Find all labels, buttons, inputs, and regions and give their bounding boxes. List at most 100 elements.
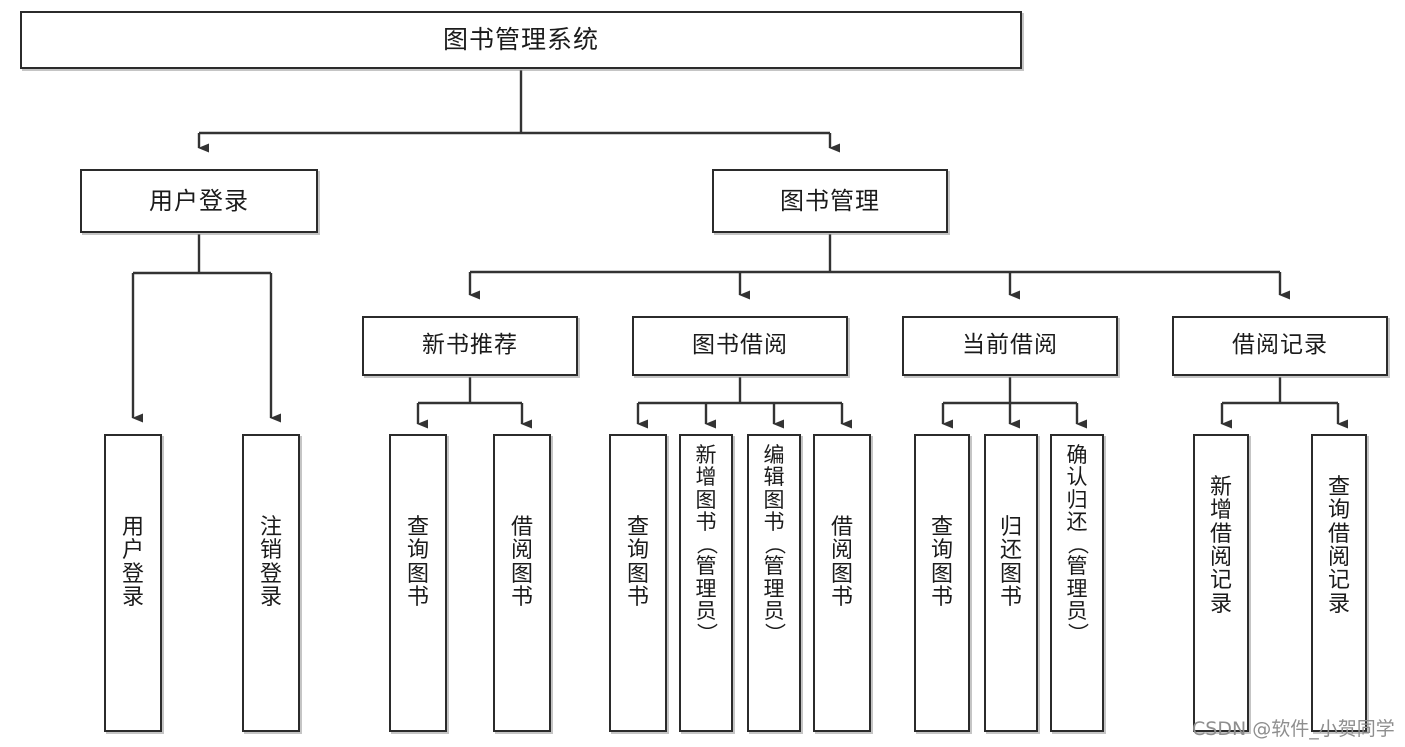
node-new-book-recommend[interactable]: 新书推荐 xyxy=(362,316,578,376)
vertical-char: 员 xyxy=(695,598,717,623)
vertical-char: 图 xyxy=(999,561,1022,587)
vertical-char: 书 xyxy=(830,584,853,610)
node-current-borrow[interactable]: 当前借阅 xyxy=(902,316,1118,376)
vertical-char: 登 xyxy=(259,561,282,587)
vertical-char: 销 xyxy=(259,538,282,564)
vertical-char: 查 xyxy=(1327,475,1350,500)
vertical-char: 阅 xyxy=(510,538,533,564)
vertical-char: 新 xyxy=(695,443,717,467)
leaf-borrow-book-1-label: 借阅图书 xyxy=(495,516,549,610)
vertical-char: （ xyxy=(1065,533,1090,555)
leaf-confirm-return-admin[interactable]: 确认归还（管理员） xyxy=(1050,434,1104,732)
vertical-char: 理 xyxy=(763,576,785,601)
node-borrow-record-label: 借阅记录 xyxy=(1232,332,1328,359)
vertical-char: 书 xyxy=(510,584,533,610)
vertical-char: 查 xyxy=(930,515,953,540)
leaf-logout-login-label: 注销登录 xyxy=(244,515,298,610)
leaf-confirm-return-admin-label: 确认归还（管理员） xyxy=(1052,444,1102,644)
vertical-char: 查 xyxy=(406,515,429,540)
leaf-edit-book-admin[interactable]: 编辑图书（管理员） xyxy=(747,434,801,732)
vertical-char: 归 xyxy=(1066,487,1088,512)
leaf-borrow-book-2-label: 借阅图书 xyxy=(815,515,869,610)
vertical-char: 询 xyxy=(406,538,429,564)
node-book-borrow[interactable]: 图书借阅 xyxy=(632,316,848,376)
leaf-add-book-admin-label: 新增图书（管理员） xyxy=(681,444,731,644)
leaf-borrow-book-1[interactable]: 借阅图书 xyxy=(493,434,551,732)
leaf-user-login[interactable]: 用户登录 xyxy=(104,434,162,732)
leaf-query-book-3[interactable]: 查询图书 xyxy=(914,434,970,732)
node-book-management[interactable]: 图书管理 xyxy=(712,169,948,233)
vertical-char: ） xyxy=(1065,622,1090,644)
vertical-char: 增 xyxy=(695,465,717,490)
vertical-char: 录 xyxy=(1327,591,1350,617)
node-current-borrow-label: 当前借阅 xyxy=(962,332,1058,359)
vertical-char: 图 xyxy=(626,561,649,587)
leaf-borrow-book-2[interactable]: 借阅图书 xyxy=(813,434,871,732)
vertical-char: ） xyxy=(762,622,787,644)
vertical-char: 还 xyxy=(999,538,1022,564)
node-root[interactable]: 图书管理系统 xyxy=(20,11,1022,69)
vertical-char: 录 xyxy=(1209,591,1232,617)
vertical-char: 书 xyxy=(930,584,953,610)
vertical-char: （ xyxy=(694,533,719,555)
vertical-char: 编 xyxy=(763,443,785,467)
vertical-char: 书 xyxy=(406,584,429,610)
vertical-char: 录 xyxy=(259,584,282,610)
vertical-char: 借 xyxy=(1209,521,1232,547)
vertical-char: ） xyxy=(694,622,719,644)
vertical-char: 管 xyxy=(1066,554,1088,579)
vertical-char: 用 xyxy=(121,515,144,540)
leaf-logout-login[interactable]: 注销登录 xyxy=(242,434,300,732)
vertical-char: 书 xyxy=(626,584,649,610)
vertical-char: 图 xyxy=(930,561,953,587)
vertical-char: 认 xyxy=(1066,465,1088,490)
vertical-char: 借 xyxy=(830,515,853,540)
vertical-char: 图 xyxy=(830,561,853,587)
vertical-char: 登 xyxy=(121,561,144,587)
leaf-add-borrow-record-label: 新增借阅记录 xyxy=(1195,476,1247,616)
leaf-query-book-3-label: 查询图书 xyxy=(916,515,968,610)
leaf-add-borrow-record[interactable]: 新增借阅记录 xyxy=(1193,434,1249,732)
node-new-book-recommend-label: 新书推荐 xyxy=(422,332,518,359)
leaf-return-book-label: 归还图书 xyxy=(986,515,1036,610)
vertical-char: 阅 xyxy=(830,538,853,564)
vertical-char: 书 xyxy=(763,509,785,534)
vertical-char: 图 xyxy=(763,487,785,512)
vertical-char: 图 xyxy=(510,561,533,587)
vertical-char: 户 xyxy=(121,538,144,564)
vertical-char: 借 xyxy=(1327,521,1350,547)
vertical-char: 书 xyxy=(999,584,1022,610)
leaf-add-book-admin[interactable]: 新增图书（管理员） xyxy=(679,434,733,732)
vertical-char: 书 xyxy=(695,509,717,534)
vertical-char: 记 xyxy=(1209,568,1232,594)
node-borrow-record[interactable]: 借阅记录 xyxy=(1172,316,1388,376)
vertical-char: 阅 xyxy=(1327,544,1350,570)
vertical-char: 录 xyxy=(121,584,144,610)
node-root-label: 图书管理系统 xyxy=(442,25,599,55)
vertical-char: 记 xyxy=(1327,568,1350,594)
vertical-char: 辑 xyxy=(763,465,785,490)
vertical-char: 询 xyxy=(1327,498,1350,524)
leaf-query-book-1[interactable]: 查询图书 xyxy=(389,434,447,732)
vertical-char: 新 xyxy=(1209,475,1232,500)
leaf-query-borrow-record[interactable]: 查询借阅记录 xyxy=(1311,434,1367,732)
node-user-login-label: 用户登录 xyxy=(149,186,249,215)
vertical-char: 管 xyxy=(763,554,785,579)
vertical-char: 理 xyxy=(695,576,717,601)
vertical-char: 理 xyxy=(1066,576,1088,601)
node-book-borrow-label: 图书借阅 xyxy=(692,332,788,359)
vertical-char: 注 xyxy=(259,515,282,540)
vertical-char: 图 xyxy=(406,561,429,587)
node-user-login[interactable]: 用户登录 xyxy=(80,169,318,233)
leaf-return-book[interactable]: 归还图书 xyxy=(984,434,1038,732)
vertical-char: 员 xyxy=(1066,598,1088,623)
vertical-char: 阅 xyxy=(1209,544,1232,570)
vertical-char: 图 xyxy=(695,487,717,512)
leaf-query-book-2[interactable]: 查询图书 xyxy=(609,434,667,732)
vertical-char: 归 xyxy=(999,515,1022,540)
leaf-edit-book-admin-label: 编辑图书（管理员） xyxy=(749,444,799,644)
vertical-char: 查 xyxy=(626,515,649,540)
vertical-char: （ xyxy=(762,533,787,555)
